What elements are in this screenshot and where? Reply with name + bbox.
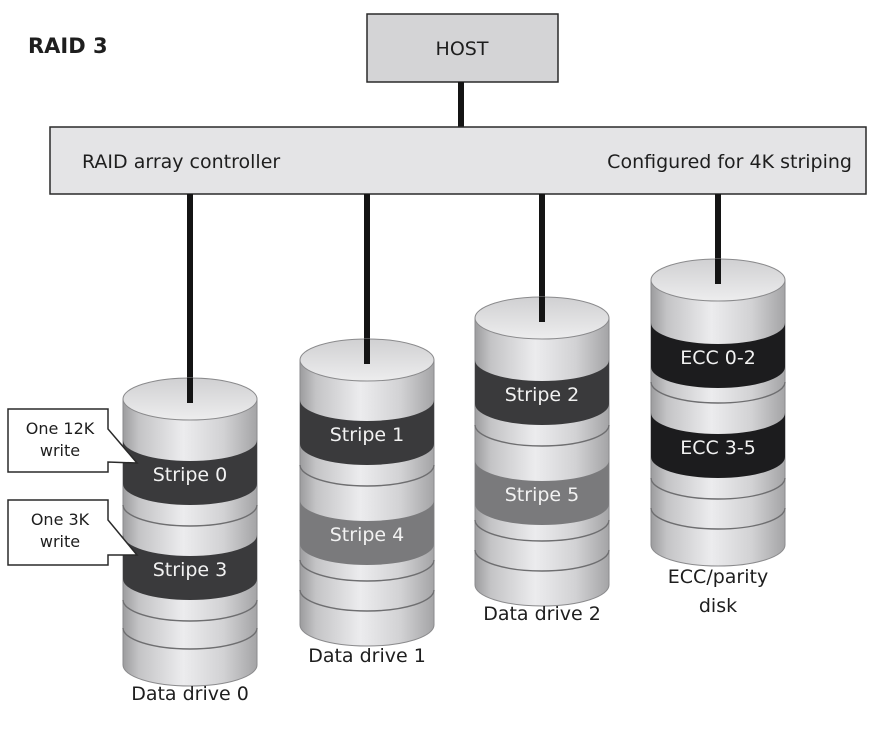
host-node: HOST: [366, 13, 559, 83]
platter-divider: [650, 381, 786, 404]
platter-divider: [122, 627, 258, 650]
controller-config-label: Configured for 4K striping: [607, 151, 852, 173]
drive-0: Stripe 0 Stripe 3 Data drive 0: [122, 194, 258, 705]
drive-connector-stub: [539, 297, 545, 322]
stripe-band: [300, 400, 434, 465]
stripe-band: [123, 440, 257, 505]
drive-connector-stub: [364, 339, 370, 364]
drive-connector-stub: [715, 259, 721, 284]
callout-0: One 12K write: [7, 408, 139, 473]
stripe-band: [651, 323, 785, 388]
platter-divider: [650, 507, 786, 530]
callout-text: One 3K: [31, 510, 90, 529]
platter-divider: [122, 504, 258, 527]
stripe-label: Stripe 1: [330, 424, 404, 446]
callout-text: write: [40, 441, 80, 460]
stripe-label: Stripe 2: [505, 384, 579, 406]
stripe-label: ECC 3-5: [680, 437, 756, 459]
drive-caption: Data drive 0: [131, 683, 249, 705]
raid-controller: RAID array controller Configured for 4K …: [49, 126, 867, 195]
platter-divider: [474, 424, 610, 447]
controller-label: RAID array controller: [82, 151, 280, 173]
host-label: HOST: [436, 38, 489, 60]
platter-divider: [650, 477, 786, 500]
stripe-label: Stripe 5: [505, 484, 579, 506]
drive-caption: Data drive 2: [483, 603, 601, 625]
platter-divider: [299, 559, 435, 582]
stripe-band: [475, 360, 609, 425]
callout-text: write: [40, 532, 80, 551]
stripe-band: [475, 460, 609, 525]
platter-divider: [299, 464, 435, 487]
drive-2: Stripe 2 Stripe 5 Data drive 2: [474, 194, 610, 625]
controller-box: [49, 126, 867, 195]
drive-connector: [715, 194, 721, 286]
stripe-label: Stripe 4: [330, 524, 404, 546]
platter-divider: [474, 549, 610, 572]
platter-divider: [474, 519, 610, 542]
drive-caption: ECC/parity: [668, 566, 768, 588]
stripe-label: Stripe 0: [153, 464, 227, 486]
drive-connector: [364, 194, 370, 366]
stripe-band: [651, 413, 785, 478]
stripe-band: [300, 500, 434, 565]
callout-text: One 12K: [26, 419, 95, 438]
host-connector: [458, 82, 464, 127]
callout-box: [7, 408, 139, 473]
stripe-band: [123, 535, 257, 600]
platter-divider: [122, 599, 258, 622]
drive-caption: disk: [699, 595, 737, 617]
stripe-label: Stripe 3: [153, 559, 227, 581]
drive-connector: [539, 194, 545, 324]
platter-divider: [299, 589, 435, 612]
drive-body: [299, 359, 435, 647]
drive-caption: Data drive 1: [308, 645, 426, 667]
drive-1: Stripe 1 Stripe 4 Data drive 1: [299, 194, 435, 667]
drive-body: [474, 317, 610, 607]
drive-connector-stub: [187, 378, 193, 403]
host-box: [366, 13, 559, 83]
stripe-label: ECC 0-2: [680, 347, 756, 369]
drive-connector: [187, 194, 193, 405]
callout-box: [7, 499, 139, 566]
diagram-title: RAID 3: [28, 34, 108, 58]
callout-1: One 3K write: [7, 499, 139, 566]
